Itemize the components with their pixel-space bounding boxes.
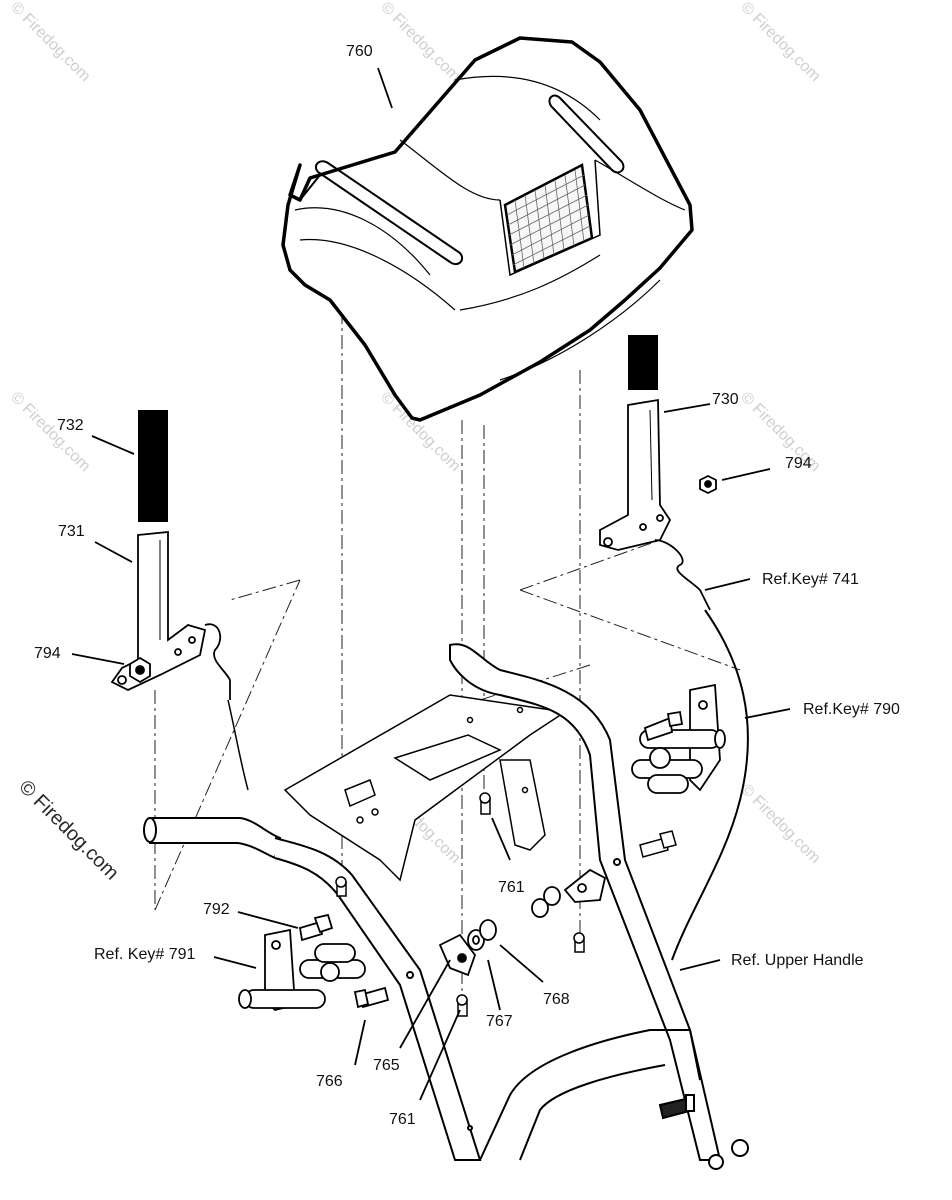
callout-labels: 760 730 732 731 794 794 Ref.Key# 741 Ref… — [34, 43, 900, 1128]
callout-761-low: 761 — [389, 1111, 416, 1128]
watermark-top-right: © Firedog.com — [737, 0, 823, 85]
nut-794-left — [129, 656, 151, 684]
screws — [335, 792, 677, 1017]
callout-730: 730 — [712, 391, 739, 408]
bolt-right-handle — [639, 830, 677, 858]
upper-handle — [143, 643, 749, 1170]
grip-decal-732 — [138, 410, 168, 522]
shroud-760 — [281, 36, 694, 422]
pivot-bracket-791 — [238, 913, 390, 1011]
callout-767: 767 — [486, 1013, 513, 1030]
callout-794-left: 794 — [34, 645, 61, 662]
mounting-bracket-plate — [283, 694, 568, 882]
callout-792: 792 — [203, 901, 230, 918]
watermark-top-left: © Firedog.com — [7, 0, 93, 85]
nut-794-right — [699, 474, 717, 495]
grip-decal-right — [628, 335, 658, 390]
callout-731: 731 — [58, 523, 85, 540]
callout-ref-790: Ref.Key# 790 — [803, 701, 900, 718]
hardware-stack — [438, 868, 607, 977]
callout-768: 768 — [543, 991, 570, 1008]
callout-760: 760 — [346, 43, 373, 60]
watermark-prominent-left: © Firedog.com — [14, 776, 123, 885]
callout-766: 766 — [316, 1073, 343, 1090]
screw-761-low — [456, 994, 468, 1017]
screw-bottom-left-plate — [335, 876, 347, 897]
callout-761-mid: 761 — [498, 879, 525, 896]
lever-731 — [110, 531, 249, 791]
callout-ref-741: Ref.Key# 741 — [762, 571, 859, 588]
callout-765: 765 — [373, 1057, 400, 1074]
callout-ref-791: Ref. Key# 791 — [94, 946, 196, 963]
headlight-grid — [506, 169, 591, 269]
control-cable — [671, 609, 749, 961]
pivot-bracket-790 — [631, 683, 726, 794]
leader-lines — [71, 67, 791, 1101]
callout-794-right: 794 — [785, 455, 812, 472]
callout-732: 732 — [57, 417, 84, 434]
screw-right-lower — [573, 932, 585, 953]
callout-ref-upper-handle: Ref. Upper Handle — [731, 952, 864, 969]
watermark-top-center: © Firedog.com — [377, 0, 463, 85]
watermark-low-right: © Firedog.com — [737, 781, 823, 867]
lever-730 — [599, 398, 711, 611]
screw-761-mid — [479, 792, 491, 815]
nut-768 — [479, 919, 497, 941]
